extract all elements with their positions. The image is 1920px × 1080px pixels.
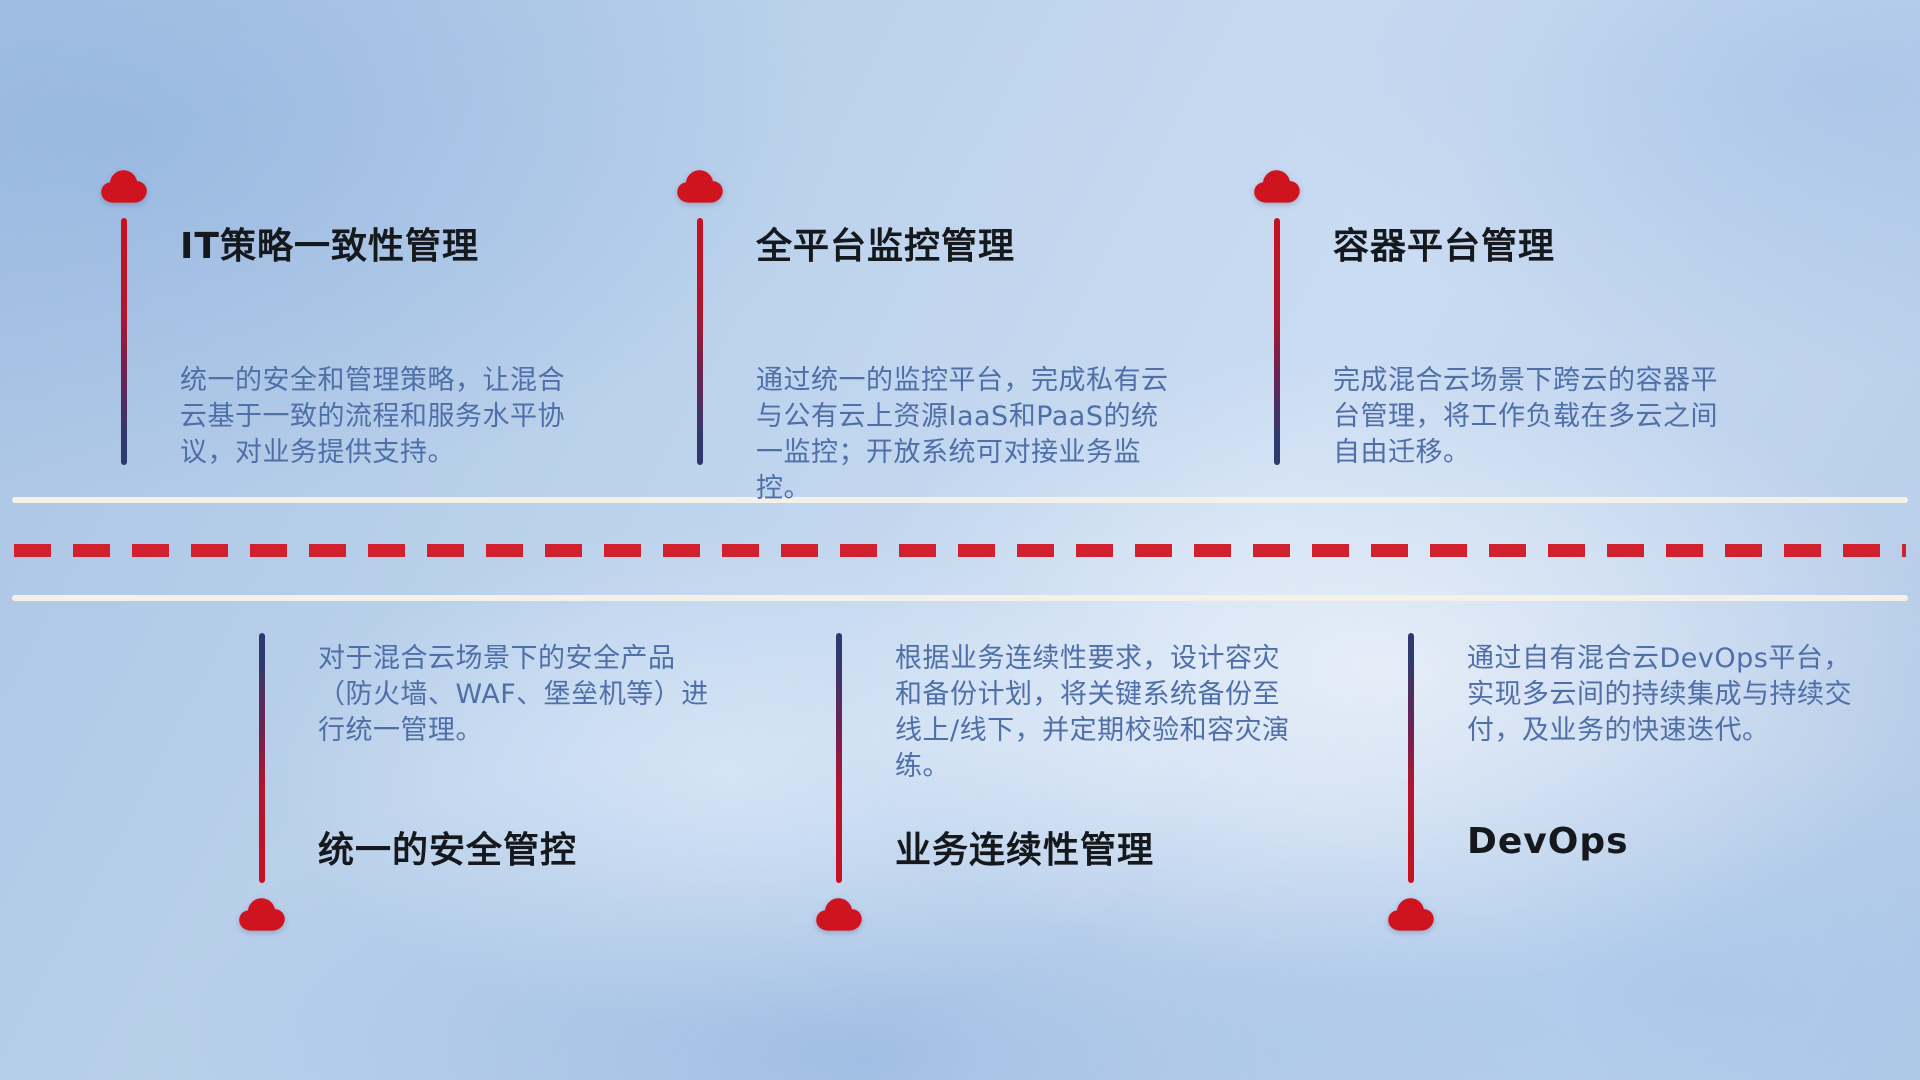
cloud-icon [1249, 165, 1305, 207]
feature-description: 通过统一的监控平台，完成私有云与公有云上资源IaaS和PaaS的统一监控；开放系… [756, 365, 1169, 504]
feature-description: 通过自有混合云DevOps平台，实现多云间的持续集成与持续交付，及业务的快速迭代… [1467, 643, 1852, 746]
feature-title: 容器平台管理 [1333, 226, 1556, 267]
timeline-pin [1408, 633, 1414, 883]
feature-description: 对于混合云场景下的安全产品（防火墙、WAF、堡垒机等）进行统一管理。 [318, 643, 709, 746]
road-top-line [12, 497, 1908, 503]
cloud-icon [96, 165, 152, 207]
cloud-icon [811, 893, 867, 935]
cloud-icon [1383, 893, 1439, 935]
road-bottom-line [12, 595, 1908, 601]
cloud-icon [672, 165, 728, 207]
feature-title: IT策略一致性管理 [180, 226, 479, 267]
feature-title: 统一的安全管控 [318, 830, 578, 871]
feature-title: 业务连续性管理 [895, 830, 1155, 871]
timeline-pin [259, 633, 265, 883]
timeline-pin [836, 633, 842, 883]
timeline-pin [1274, 218, 1280, 465]
feature-description: 完成混合云场景下跨云的容器平台管理，将工作负载在多云之间自由迁移。 [1333, 365, 1718, 468]
feature-description: 根据业务连续性要求，设计容灾和备份计划，将关键系统备份至线上/线下，并定期校验和… [895, 643, 1290, 782]
feature-title: 全平台监控管理 [756, 226, 1016, 267]
cloud-icon [234, 893, 290, 935]
timeline-pin [697, 218, 703, 465]
road-dashed-centerline [14, 544, 1906, 557]
feature-title: DevOps [1467, 821, 1629, 862]
feature-description: 统一的安全和管理策略，让混合云基于一致的流程和服务水平协议，对业务提供支持。 [180, 365, 565, 468]
timeline-pin [121, 218, 127, 465]
